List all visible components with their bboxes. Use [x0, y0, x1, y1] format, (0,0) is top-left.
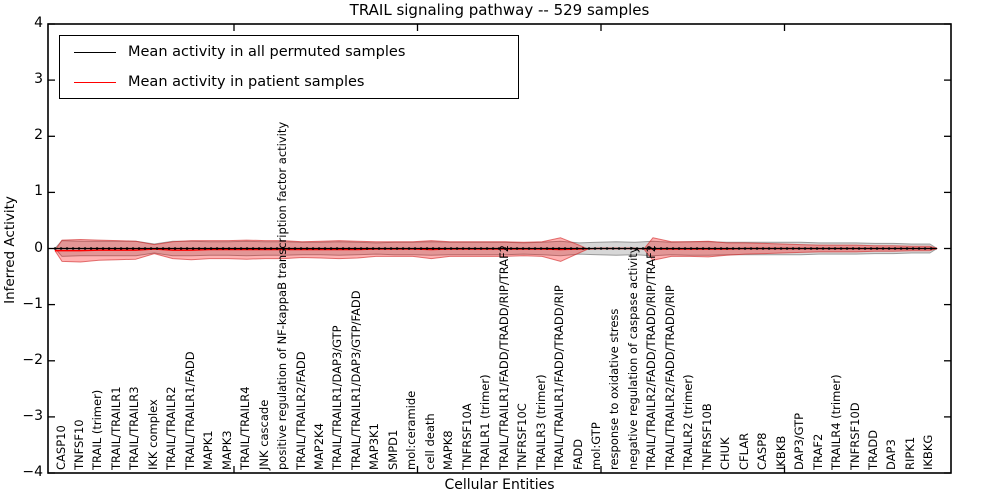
- x-category-label: MAP3K1: [367, 423, 382, 470]
- x-category-label: CFLAR: [736, 432, 751, 470]
- x-category-label: TNFRSF10D: [847, 402, 862, 470]
- x-category-label: TRAIL/TRAILR1/FADD/TRADD/RIP/TRAF2: [496, 244, 511, 470]
- x-category-label: CASP8: [755, 432, 770, 470]
- x-category-label: TRAIL/TRAILR1/DAP3/GTP/FADD: [348, 290, 363, 470]
- x-category-label: TRAILR2 (trimer): [681, 374, 696, 470]
- y-tick-label: −4: [22, 464, 43, 480]
- y-tick-label: 3: [34, 71, 43, 88]
- x-category-label: MAPK8: [441, 430, 456, 470]
- legend-label: Mean activity in patient samples: [128, 74, 365, 90]
- x-category-label: TRAIL/TRAILR1: [108, 386, 123, 470]
- y-tick-label: −2: [22, 351, 43, 368]
- x-category-label: TRAIL/TRAILR2: [164, 386, 179, 470]
- chart-title: TRAIL signaling pathway -- 529 samples: [349, 1, 650, 19]
- x-category-label: TRAIL/TRAILR3: [127, 386, 142, 470]
- x-category-label: MAPK3: [219, 430, 234, 470]
- x-category-label: IKBKB: [773, 435, 788, 470]
- x-category-label: TRADD: [866, 429, 880, 470]
- x-category-label: MAPK1: [201, 430, 216, 470]
- x-category-label: TRAIL/TRAILR1/FADD: [182, 351, 197, 470]
- x-category-label: TRAF2: [810, 433, 825, 470]
- black-line-sample-icon: [74, 51, 116, 53]
- x-category-label: TNFRSF10C: [515, 403, 530, 470]
- x-category-label: positive regulation of NF-kappaB transcr…: [275, 121, 290, 470]
- x-category-label: IKK complex: [145, 399, 160, 470]
- x-category-label: cell death: [422, 413, 437, 470]
- x-category-label: IKBKG: [921, 434, 936, 470]
- y-tick-label: 2: [34, 127, 43, 144]
- x-category-label: TRAILR3 (trimer): [533, 374, 548, 470]
- x-category-label: JNK cascade: [256, 399, 271, 470]
- x-category-label: TRAIL/TRAILR1/DAP3/GTP: [330, 325, 345, 470]
- x-category-label: TRAIL/TRAILR4: [238, 386, 253, 470]
- x-category-label: TNFRSF10A: [459, 403, 474, 470]
- x-category-label: CHUK: [718, 437, 733, 470]
- legend-label: Mean activity in all permuted samples: [128, 44, 406, 60]
- legend-box: Mean activity in all permuted samples Me…: [59, 35, 519, 99]
- red-line-sample-icon: [74, 81, 116, 83]
- x-category-label: SMPD1: [385, 429, 400, 470]
- y-tick-label: −1: [22, 295, 43, 312]
- x-category-label: TRAIL/TRAILR2/FADD/TRADD/RIP: [662, 285, 677, 470]
- x-category-label: CASP10: [53, 425, 68, 470]
- x-category-label: TRAILR4 (trimer): [829, 374, 844, 470]
- y-tick-label: −3: [22, 407, 43, 424]
- y-axis-label: Inferred Activity: [2, 196, 18, 304]
- legend-entry-patient: Mean activity in patient samples: [60, 68, 518, 96]
- x-category-label: DAP3/GTP: [792, 412, 807, 470]
- y-tick-label: 1: [34, 183, 43, 200]
- x-category-label: TNFRSF10B: [699, 403, 714, 470]
- x-category-label: DAP3: [884, 439, 899, 470]
- y-tick-label: 4: [34, 15, 43, 31]
- x-category-label: TRAIL/TRAILR1/FADD/TRADD/RIP: [552, 285, 567, 470]
- x-category-label: mol:GTP: [589, 422, 603, 470]
- x-category-label: MAP2K4: [312, 423, 327, 470]
- x-category-label: response to oxidative stress: [607, 308, 622, 470]
- x-axis-label: Cellular Entities: [444, 477, 555, 493]
- x-category-label: FADD: [570, 438, 585, 470]
- x-category-label: TRAIL/TRAILR2/FADD: [293, 351, 308, 470]
- x-category-label: RIPK1: [902, 436, 917, 470]
- x-category-label: negative regulation of caspase activity: [625, 246, 640, 470]
- x-category-label: mol:ceramide: [404, 390, 419, 470]
- x-category-label: TRAIL/TRAILR2/FADD/TRADD/RIP/TRAF2: [644, 244, 659, 470]
- y-tick-label: 0: [34, 239, 43, 256]
- legend-entry-permuted: Mean activity in all permuted samples: [60, 38, 518, 66]
- x-category-label: TNFSF10: [71, 419, 86, 470]
- x-category-label: TRAILR1 (trimer): [478, 374, 493, 470]
- x-category-label: TRAIL (trimer): [90, 389, 105, 470]
